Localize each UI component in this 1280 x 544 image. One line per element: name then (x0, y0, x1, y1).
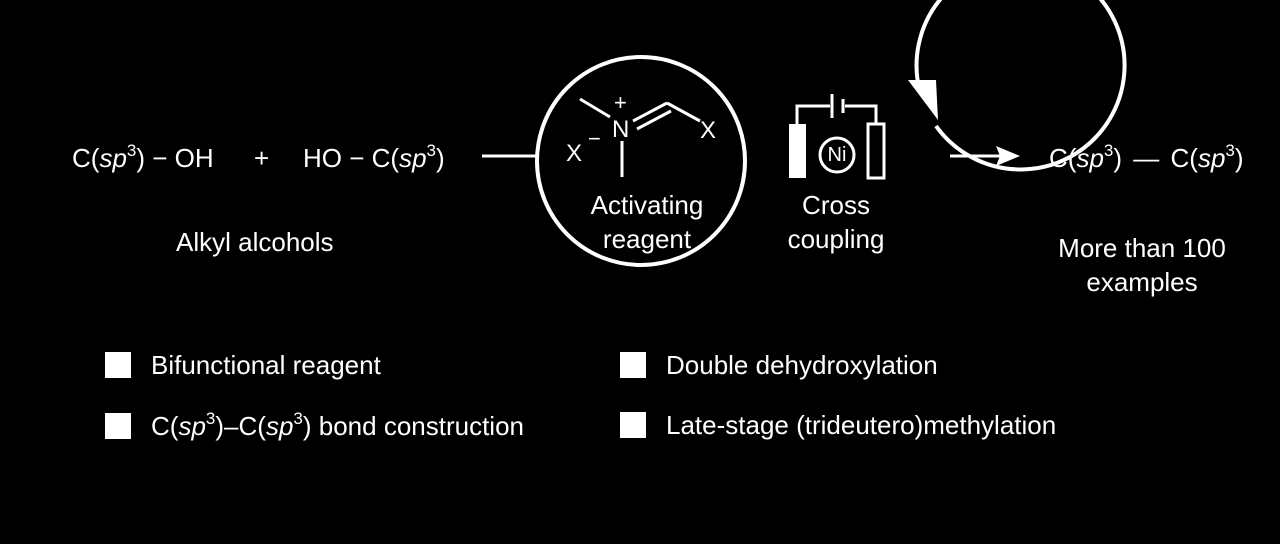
structure-x-right: X (700, 117, 717, 144)
electrolysis-cell-icon (789, 94, 886, 180)
formula-italic: sp (99, 143, 127, 173)
n-c-double-bond-1 (632, 101, 668, 123)
formula-prefix: C( (1170, 143, 1198, 173)
structure-minus: − (588, 126, 601, 151)
bullet-text: Late-stage (trideutero)methylation (666, 410, 1057, 440)
structure-x-left: X (566, 140, 583, 167)
product-arrow-head-icon (996, 146, 1020, 166)
n-c-double-bond-2 (636, 109, 672, 131)
structure-n: N (612, 116, 630, 143)
formula-superscript: 3 (1103, 141, 1114, 160)
product-caption-line1: More than 100 (1058, 233, 1226, 263)
formula-suffix: ) bond construction (302, 411, 525, 441)
bullet-text: Double dehydroxylation (666, 350, 938, 380)
formula-prefix: HO − C( (303, 143, 400, 173)
reactant-alcohol-2: HO − C(sp3) (303, 142, 445, 173)
bullet-square-icon (105, 352, 131, 378)
bullet-bifunctional-reagent: Bifunctional reagent (105, 352, 381, 378)
bullet-late-stage-methylation: Late-stage (trideutero)methylation (620, 412, 1056, 438)
formula-suffix: ) (436, 143, 445, 173)
bullet-square-icon (105, 413, 131, 439)
bullet-text: Bifunctional reagent (151, 350, 381, 380)
nickel-catalyst-label: Ni (827, 144, 847, 166)
cross-coupling-circle (914, 0, 1127, 172)
activating-label-line1: Activating (590, 190, 704, 220)
product-bond: — (1133, 143, 1160, 173)
formula-superscript: 3 (293, 409, 303, 428)
bullet-double-dehydroxylation: Double dehydroxylation (620, 352, 938, 378)
product-formula: C(sp3) — C(sp3) (1049, 142, 1244, 173)
formula-superscript: 3 (205, 409, 216, 428)
formula-suffix: ) (1234, 143, 1244, 173)
activating-reagent-circle (535, 55, 747, 267)
bullet-square-icon (620, 352, 646, 378)
formula-superscript: 3 (426, 141, 437, 160)
formula-italic: sp (178, 411, 206, 441)
reactant-alcohol-1: C(sp3) − OH (72, 142, 214, 173)
n-methyl-bond-upleft (579, 97, 611, 119)
reactants-caption: Alkyl alcohols (176, 227, 334, 257)
coupling-label-line1: Cross (802, 190, 870, 220)
c-x-bond (666, 101, 701, 123)
formula-prefix: C( (1049, 143, 1077, 173)
activating-reagent-label: Activating reagent (576, 188, 718, 256)
coupling-label-line2: coupling (787, 224, 885, 254)
formula-superscript: 3 (1225, 141, 1235, 160)
formula-italic: sp (1197, 143, 1226, 173)
product-caption: More than 100 examples (1040, 231, 1244, 299)
formula-prefix: C( (72, 143, 100, 173)
formula-italic: sp (1076, 143, 1104, 173)
formula-italic: sp (399, 143, 427, 173)
bullet-bond-construction: C(sp3)–C(sp3) bond construction (105, 410, 525, 441)
activating-label-line2: reagent (602, 224, 692, 254)
bullet-square-icon (620, 412, 646, 438)
cycle-arrow-head-icon (908, 80, 938, 120)
bullet-text: C(sp3)–C(sp3) bond construction (151, 410, 525, 441)
formula-italic: sp (265, 411, 294, 441)
formula-superscript: 3 (126, 141, 137, 160)
structure-plus: + (614, 90, 627, 115)
formula-mid: )–C( (215, 411, 266, 441)
formula-suffix: ) − OH (136, 143, 214, 173)
product-caption-line2: examples (1086, 267, 1198, 297)
formula-prefix: C( (151, 411, 179, 441)
plus-sign: + (254, 143, 270, 173)
formula-suffix: ) (1113, 143, 1123, 173)
cross-coupling-label: Cross coupling (768, 188, 904, 256)
